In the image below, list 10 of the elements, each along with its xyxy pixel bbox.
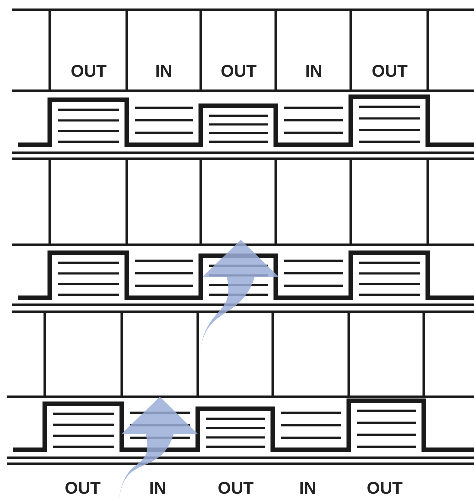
layer-label: OUT bbox=[71, 62, 107, 82]
layer-label: IN bbox=[306, 62, 322, 82]
layer-label: OUT bbox=[372, 62, 408, 82]
layer-label: IN bbox=[150, 479, 166, 499]
layer-label: OUT bbox=[218, 479, 254, 499]
layer-label: OUT bbox=[367, 479, 403, 499]
layer-label: OUT bbox=[221, 62, 257, 82]
layer-label: OUT bbox=[65, 479, 101, 499]
layer-label: IN bbox=[300, 479, 316, 499]
layer-label: IN bbox=[156, 62, 172, 82]
